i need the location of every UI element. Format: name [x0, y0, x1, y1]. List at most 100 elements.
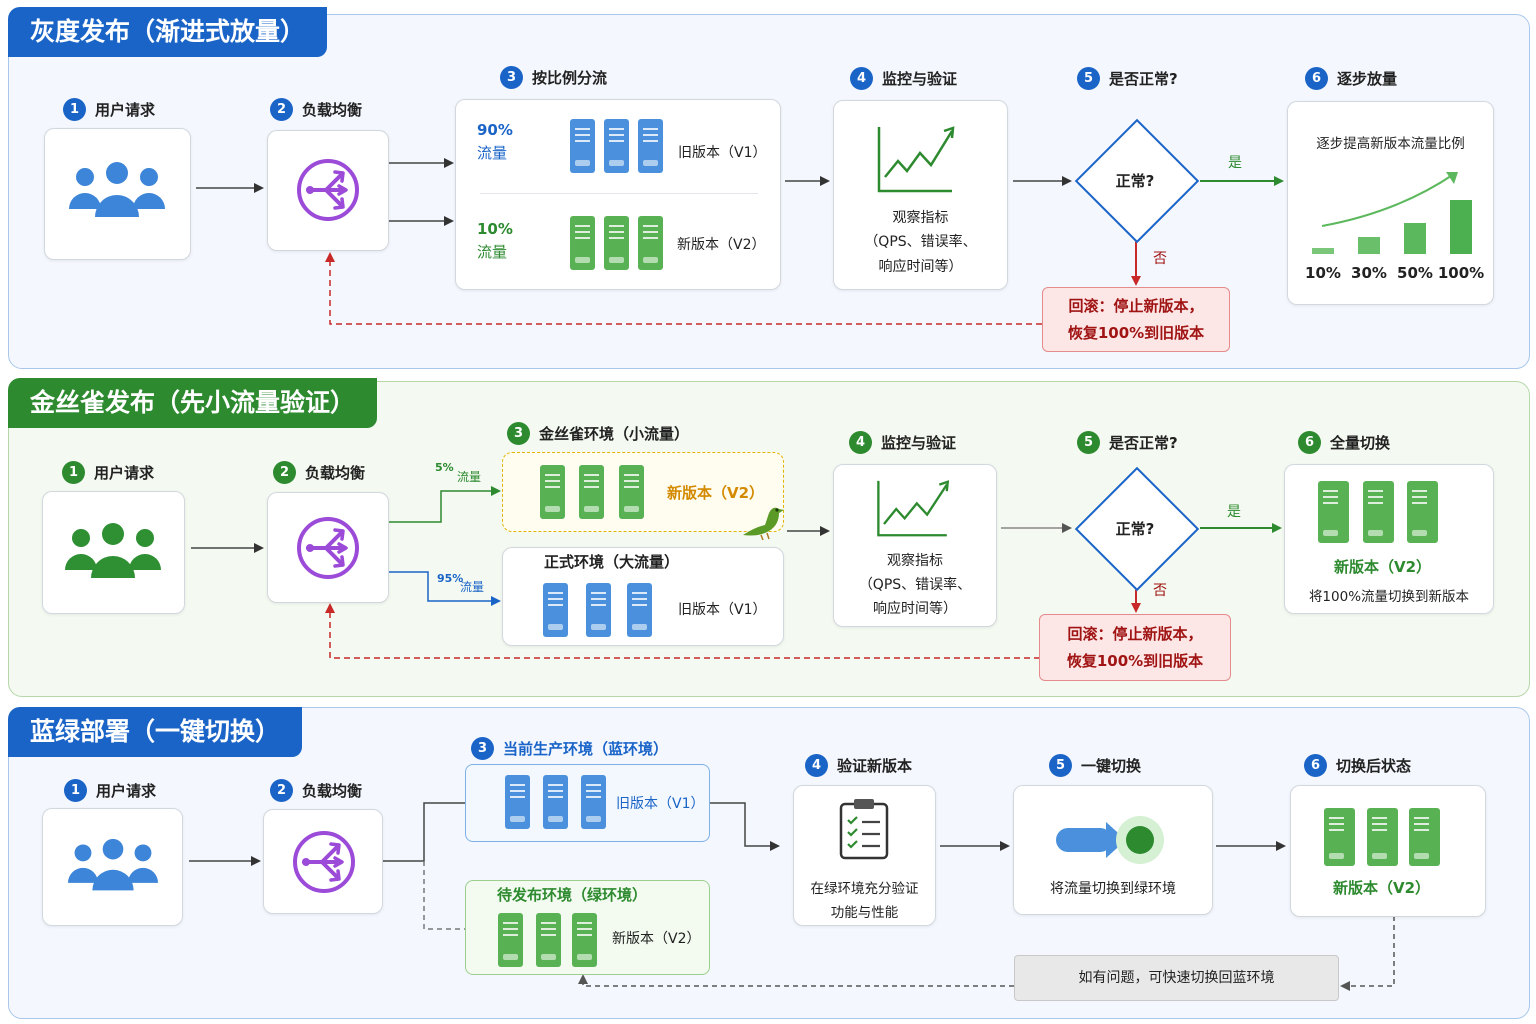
canary-release-title: 金丝雀发布（先小流量验证）	[8, 378, 378, 428]
server-icon	[505, 775, 530, 829]
rollback-line1: 回滚：停止新版本，	[1068, 297, 1204, 315]
step-number: 4	[850, 67, 873, 90]
switch-caption: 将流量切换到绿环境	[1050, 881, 1176, 897]
server-icon	[1363, 481, 1394, 543]
canary-big-unit: 流量	[460, 580, 485, 594]
gray-user-request-card[interactable]	[44, 128, 191, 260]
canary-new-version-name: 新版本（V2）	[667, 484, 765, 502]
step-number: 1	[63, 98, 86, 121]
bg-one-click-switch-card[interactable]: 将流量切换到绿环境	[1013, 785, 1213, 915]
canary-big-percent: 95%	[437, 572, 464, 585]
ramp-bar-chart	[1312, 172, 1472, 254]
canary-step3-label: 3 金丝雀环境（小流量）	[507, 422, 689, 445]
bg-verify-card[interactable]: 在绿环境充分验证 功能与性能	[793, 785, 936, 926]
ramp-label-1: 10%	[1305, 264, 1341, 282]
gray-load-balancer-card[interactable]	[267, 130, 389, 251]
server-icon	[638, 119, 663, 173]
users-icon	[65, 523, 161, 578]
production-env-box[interactable]: 正式环境（大流量） 旧版本（V1）	[502, 547, 784, 646]
step-number: 4	[849, 431, 872, 454]
canary-small-unit: 流量	[457, 470, 482, 484]
step-number: 2	[273, 461, 296, 484]
gray-rollback-box[interactable]: 回滚：停止新版本， 恢复100%到旧版本	[1042, 287, 1230, 352]
green-env-label-overlay: 待发布环境（绿环境）	[497, 886, 648, 904]
full-switch-version-name: 新版本（V2）	[1333, 558, 1432, 576]
monitor-text-line2: （QPS、错误率、	[864, 234, 977, 250]
rollback-line2: 恢复100%到旧版本	[1067, 324, 1205, 342]
server-icon	[1324, 808, 1355, 866]
step-title: 是否正常?	[1109, 434, 1178, 452]
clipboard-checklist-icon	[839, 799, 889, 860]
bg-load-balancer-card[interactable]	[263, 809, 383, 914]
bg-step4-label: 4 验证新版本	[805, 754, 912, 777]
canary-bird-icon	[743, 507, 784, 541]
chart-trend-icon	[877, 126, 955, 193]
step-title: 监控与验证	[881, 434, 957, 452]
step-title: 当前生产环境（蓝环境）	[503, 740, 669, 758]
server-icon	[543, 583, 568, 637]
decision-no-label: 否	[1153, 251, 1167, 267]
server-icon	[1367, 808, 1398, 866]
server-icon	[627, 583, 652, 637]
gray-ramp-card[interactable]: 逐步提高新版本流量比例 10% 30% 50% 100%	[1287, 101, 1494, 305]
step-title: 负载均衡	[302, 101, 363, 119]
split-divider	[480, 193, 758, 194]
canary-small-percent: 5%	[435, 461, 454, 474]
load-balancer-icon	[297, 159, 359, 221]
canary-user-request-card[interactable]	[42, 491, 185, 614]
monitor-text-line3: 响应时间等）	[873, 601, 957, 617]
canary-load-balancer-card[interactable]	[267, 492, 389, 603]
gray-split-card[interactable]: 90% 流量 旧版本（V1） 10% 流量 新版本（V2）	[455, 99, 781, 290]
production-old-version-name: 旧版本（V1）	[678, 602, 767, 618]
server-icon	[1318, 481, 1349, 543]
rollback-line2: 恢复100%到旧版本	[1066, 652, 1204, 670]
ramp-label-3: 50%	[1397, 264, 1433, 282]
step-title: 验证新版本	[837, 757, 913, 775]
step-number: 1	[62, 461, 85, 484]
full-switch-caption: 将100%流量切换到新版本	[1308, 589, 1470, 605]
canary-step6-label: 6 全量切换	[1298, 431, 1390, 454]
monitor-text-line1: 观察指标	[887, 553, 943, 569]
step-number: 6	[1304, 754, 1327, 777]
load-balancer-icon	[297, 517, 359, 579]
green-env-box[interactable]: 新版本（V2）	[465, 880, 710, 975]
old-traffic-unit: 流量	[477, 144, 508, 162]
step-title: 监控与验证	[882, 70, 958, 88]
step-number: 1	[64, 779, 87, 802]
ramp-label-4: 100%	[1437, 264, 1485, 282]
old-version-name: 旧版本（V1）	[678, 145, 767, 161]
server-icon	[540, 465, 565, 519]
server-icon	[619, 465, 644, 519]
step-title: 金丝雀环境（小流量）	[539, 425, 690, 443]
canary-full-switch-card[interactable]: 新版本（V2） 将100%流量切换到新版本	[1284, 464, 1494, 614]
server-icon	[543, 775, 568, 829]
bg-after-switch-card[interactable]: 新版本（V2）	[1290, 785, 1486, 917]
ramp-label-2: 30%	[1351, 264, 1387, 282]
server-icon	[579, 465, 604, 519]
canary-rollback-box[interactable]: 回滚：停止新版本， 恢复100%到旧版本	[1039, 614, 1231, 681]
decision-question: 正常?	[1115, 520, 1155, 538]
step-number: 6	[1298, 431, 1321, 454]
server-icon	[572, 913, 597, 967]
server-icon	[570, 216, 595, 270]
after-switch-version-name: 新版本（V2）	[1332, 879, 1431, 897]
step-title: 全量切换	[1330, 434, 1391, 452]
step-title: 逐步放量	[1337, 70, 1398, 88]
step-title: 用户请求	[96, 782, 157, 800]
server-icon	[1407, 481, 1438, 543]
bg-user-request-card[interactable]	[42, 808, 183, 926]
step-number: 4	[805, 754, 828, 777]
blue-env-box[interactable]: 旧版本（V1）	[465, 764, 710, 842]
canary-env-box[interactable]: 新版本（V2）	[502, 452, 784, 541]
bg-step1-label: 1 用户请求	[64, 779, 156, 802]
gray-monitor-card[interactable]: 观察指标 （QPS、错误率、 响应时间等）	[833, 100, 1008, 290]
users-icon	[68, 838, 158, 891]
canary-monitor-card[interactable]: 观察指标 （QPS、错误率、 响应时间等）	[833, 464, 997, 627]
step-number: 3	[507, 422, 530, 445]
